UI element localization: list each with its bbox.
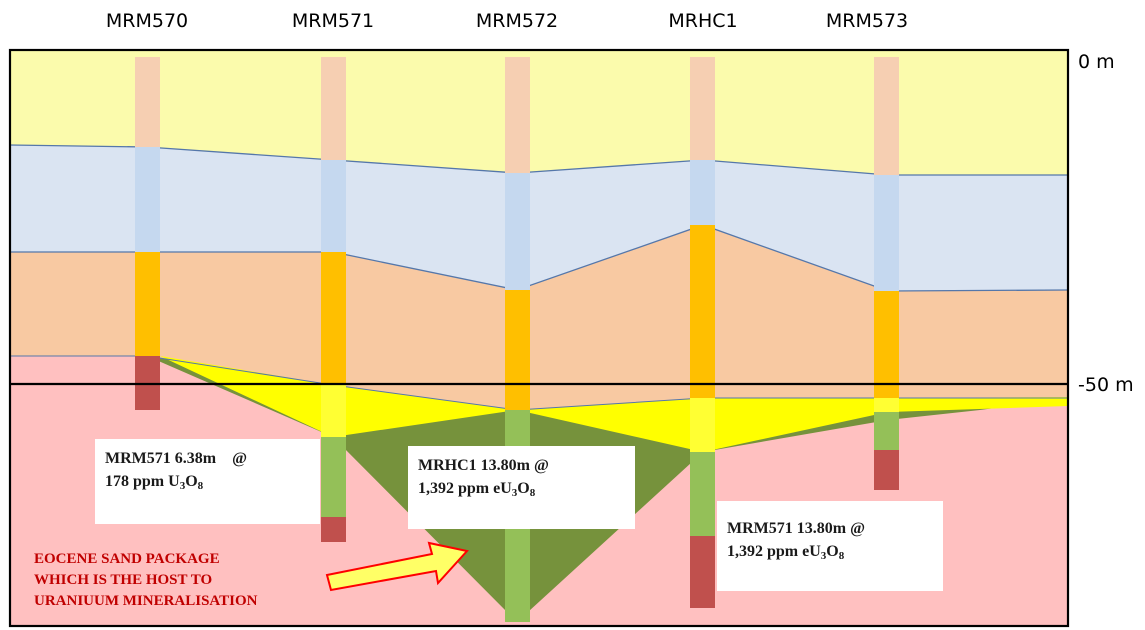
- host-note-line-2: WHICH IS THE HOST TO: [34, 572, 213, 588]
- callout-analyte: U: [168, 473, 180, 490]
- blue-layer: [10, 145, 1068, 291]
- host-note-line-1: EOCENE SAND PACKAGE: [34, 551, 220, 567]
- callout-interval: 13.80m: [796, 520, 847, 537]
- drillhole-MRM572: [505, 57, 530, 622]
- hole-label-MRM572: MRM572: [475, 10, 559, 32]
- callout-oxygen: O: [826, 543, 839, 560]
- callout-at: @: [850, 520, 865, 537]
- sand-wedge-right: [517, 397, 1068, 452]
- hole-label-MRHC1: MRHC1: [668, 10, 738, 32]
- callout-subscript: 3: [511, 487, 518, 499]
- drillhole-MRM571: [321, 57, 346, 542]
- intercept-callout-mrm571-long: MRM571 13.80m @ 1,392 ppm eU3O8: [717, 501, 943, 591]
- orange-layer: [10, 225, 1068, 410]
- intercept-callout-mrm571-short: MRM571 6.38m @ 178 ppm U3O8: [95, 439, 320, 524]
- contact-line-middle: [10, 224, 1069, 292]
- callout-analyte: eU: [802, 543, 821, 560]
- callout-subscript: 8: [838, 550, 845, 562]
- host-note-line-3: URANIUUM MINERALISATION: [34, 593, 258, 609]
- callout-at: @: [232, 450, 247, 467]
- callout-grade: 1,392 ppm: [727, 543, 799, 560]
- section-frame: [8, 48, 1070, 628]
- callout-subscript: 8: [197, 480, 204, 492]
- intercept-callout-mrhc1: MRHC1 13.80m @ 1,392 ppm eU3O8: [408, 446, 635, 529]
- pointer-arrow: [325, 541, 469, 592]
- callout-subscript: 3: [820, 550, 827, 562]
- callout-at: @: [533, 457, 549, 474]
- callout-oxygen: O: [185, 473, 198, 490]
- drillhole-MRHC1: [690, 57, 715, 608]
- callout-analyte: eU: [493, 480, 512, 497]
- drillhole-MRM573: [874, 57, 899, 490]
- hole-label-MRM570: MRM570: [105, 10, 189, 32]
- depth-label-datum: -50 m: [1078, 374, 1134, 396]
- host-rock-annotation: EOCENE SAND PACKAGE WHICH IS THE HOST TO…: [34, 549, 257, 612]
- callout-hole: MRM571: [105, 450, 171, 467]
- drillhole-MRM570: [135, 57, 160, 410]
- callout-hole: MRM571: [727, 520, 793, 537]
- callout-grade: 1,392 ppm: [418, 480, 490, 497]
- callout-subscript: 3: [179, 480, 186, 492]
- depth-label-top: 0 m: [1078, 51, 1115, 73]
- top-layer: [10, 50, 1068, 175]
- callout-interval: 13.80m: [480, 457, 530, 474]
- hole-label-MRM573: MRM573: [825, 10, 909, 32]
- callout-oxygen: O: [517, 480, 530, 497]
- callout-interval: 6.38m: [174, 450, 217, 467]
- callout-hole: MRHC1: [418, 457, 477, 474]
- callout-grade: 178 ppm: [105, 473, 165, 490]
- callout-subscript: 8: [529, 487, 536, 499]
- hole-label-MRM571: MRM571: [291, 10, 375, 32]
